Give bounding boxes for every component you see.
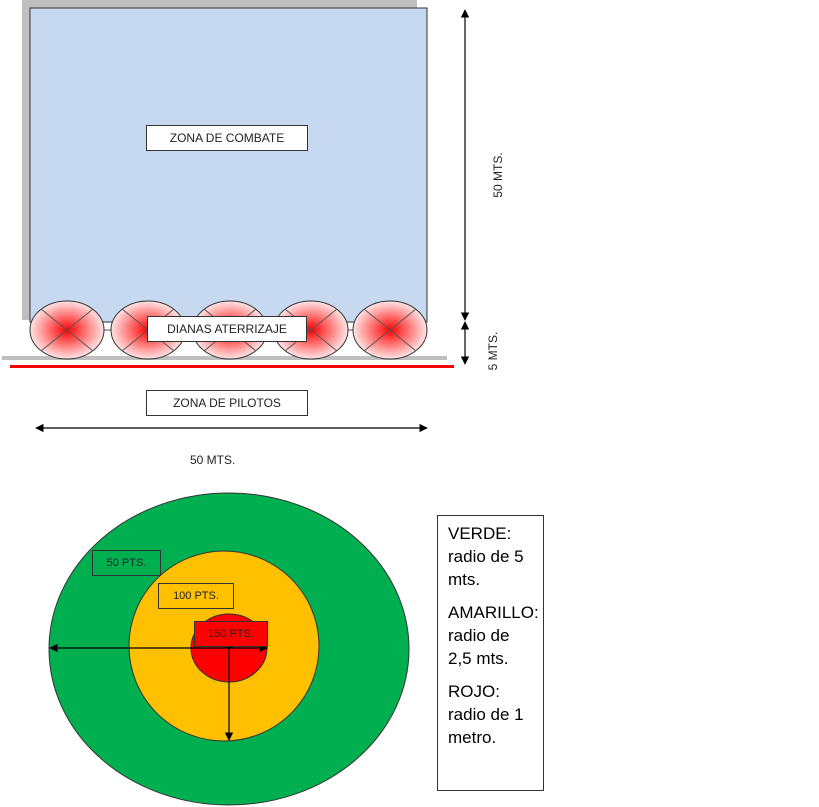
legend-red: ROJO: radio de 1 metro. bbox=[448, 682, 524, 747]
width-label: 50 MTS. bbox=[190, 453, 236, 467]
landing-target-5 bbox=[352, 300, 428, 360]
landing-height-label: 5 MTS. bbox=[486, 331, 500, 371]
pilots-zone-label: ZONA DE PILOTOS bbox=[146, 390, 308, 416]
combat-zone bbox=[29, 7, 428, 323]
field-wall-left bbox=[22, 0, 30, 320]
legend-yellow: AMARILLO: radio de 2,5 mts. bbox=[448, 603, 539, 668]
points-label-red: 150 PTS. bbox=[194, 621, 268, 647]
combat-zone-label: ZONA DE COMBATE bbox=[146, 125, 308, 151]
landing-targets-label: DIANAS ATERRIZAJE bbox=[147, 316, 307, 342]
legend-green: VERDE: radio de 5 mts. bbox=[448, 524, 524, 589]
landing-target-1 bbox=[29, 300, 105, 360]
pilot-line-red bbox=[10, 365, 454, 368]
points-label-yellow: 100 PTS. bbox=[158, 583, 234, 609]
points-label-green: 50 PTS. bbox=[92, 550, 161, 576]
field-wall-top bbox=[22, 0, 417, 8]
field-diagram bbox=[2, 0, 470, 433]
height-label: 50 MTS. bbox=[491, 152, 505, 198]
legend-box: VERDE: radio de 5 mts. AMARILLO: radio d… bbox=[437, 515, 544, 791]
